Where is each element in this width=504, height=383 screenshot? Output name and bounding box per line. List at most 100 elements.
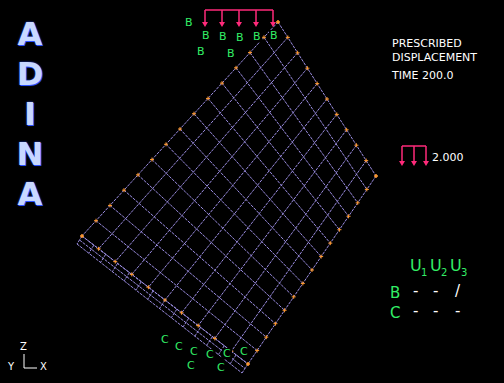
mesh-line: [99, 37, 288, 248]
dof-subscript: 1: [421, 268, 427, 278]
mesh-line: [82, 236, 248, 364]
node-marker: [178, 127, 182, 131]
node-marker: [206, 96, 210, 100]
node-marker: [296, 51, 300, 55]
mesh-line: [96, 221, 257, 351]
mesh-line: [180, 129, 312, 270]
mesh-line: [278, 22, 376, 176]
node-marker: [163, 298, 167, 302]
arrow-head: [236, 22, 242, 27]
legend-arrow-symbol: [399, 146, 429, 166]
mesh-side-face: [77, 236, 248, 373]
mesh-line: [82, 236, 248, 364]
node-marker: [364, 159, 368, 163]
node-marker: [347, 214, 351, 218]
load-arrow: [401, 146, 403, 162]
legend-title: PRESCRIBED: [392, 38, 462, 49]
node-marker: [319, 255, 323, 259]
arrow-head: [411, 161, 417, 166]
node-marker: [315, 82, 319, 86]
load-arrow: [425, 146, 427, 162]
dof-free: -: [455, 304, 460, 319]
dof-free: -: [413, 304, 418, 319]
node-marker: [234, 66, 238, 70]
legend-title: DISPLACEMENT: [392, 52, 477, 63]
load-arrow: [238, 10, 240, 23]
node-marker: [356, 201, 360, 205]
node-set-label: C: [186, 360, 196, 371]
node-set-label: B: [184, 17, 194, 28]
node-marker: [146, 285, 150, 289]
node-marker: [286, 35, 290, 39]
mesh-line: [264, 37, 367, 189]
node-marker: [325, 97, 329, 101]
mesh-line: [248, 176, 376, 364]
node-marker: [130, 272, 134, 276]
node-set-label: C: [189, 346, 199, 357]
row-label: C: [390, 306, 400, 321]
node-marker: [276, 20, 280, 24]
load-arrow: [255, 10, 257, 23]
arrow-head: [219, 22, 225, 27]
node-set-label: C: [239, 346, 249, 357]
node-marker: [276, 20, 280, 24]
dof-free: -: [433, 304, 438, 319]
time-label: TIME 200.0: [392, 70, 453, 81]
dof-subscript: 3: [461, 268, 467, 278]
node-marker: [374, 174, 378, 178]
node-marker: [365, 187, 369, 191]
node-set-label: B: [196, 46, 206, 57]
node-set-label: B: [218, 31, 228, 42]
row-label: B: [390, 286, 400, 301]
mesh-line: [171, 309, 177, 318]
mesh-line: [182, 114, 337, 312]
node-marker: [310, 268, 314, 272]
arrow-head: [270, 22, 276, 27]
load-arrow: [272, 10, 274, 23]
axis-label: Y: [8, 362, 14, 372]
node-marker: [192, 112, 196, 116]
arrow-head: [423, 161, 429, 166]
node-marker: [196, 324, 200, 328]
node-marker: [335, 112, 339, 116]
node-marker: [108, 203, 112, 207]
node-marker: [374, 174, 378, 178]
dof-header: U: [450, 258, 462, 274]
node-marker: [248, 51, 252, 55]
mesh-front-face: [82, 22, 376, 364]
mesh-line: [124, 273, 129, 281]
dof-header: U: [430, 258, 442, 274]
arrow-head: [399, 161, 405, 166]
node-marker: [213, 336, 217, 340]
dof-prescribed: /: [455, 284, 460, 299]
dof-subscript: 2: [441, 268, 447, 278]
node-marker: [301, 281, 305, 285]
axis-triad: [24, 354, 37, 368]
node-marker: [246, 362, 250, 366]
node-marker: [283, 308, 287, 312]
node-marker: [113, 260, 117, 264]
node-markers: [80, 20, 378, 366]
node-marker: [273, 322, 277, 326]
load-arrow: [204, 10, 206, 23]
node-marker: [136, 173, 140, 177]
node-marker: [122, 188, 126, 192]
node-marker: [220, 81, 224, 85]
node-marker: [150, 158, 154, 162]
node-marker: [180, 311, 184, 315]
node-marker: [80, 234, 84, 238]
node-marker: [354, 143, 358, 147]
node-marker: [345, 128, 349, 132]
mesh-line: [138, 175, 285, 310]
node-marker: [164, 142, 168, 146]
node-marker: [328, 241, 332, 245]
arrow-head: [253, 22, 259, 27]
node-set-label: C: [222, 348, 232, 359]
mesh-line: [77, 244, 242, 373]
node-set-label: C: [174, 341, 184, 352]
axis-label: X: [40, 362, 47, 372]
dof-free: -: [413, 284, 418, 299]
dof-free: -: [433, 284, 438, 299]
node-set-label: C: [216, 362, 226, 373]
